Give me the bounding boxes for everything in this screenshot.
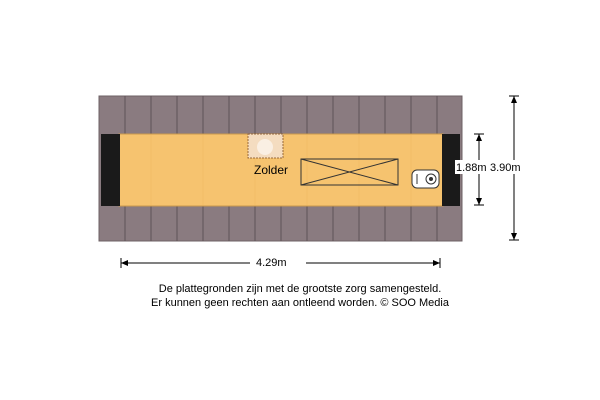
inner-depth-arrow-top xyxy=(476,134,482,141)
inner-depth-arrow-bottom xyxy=(476,198,482,205)
disclaimer-line-2: Er kunnen geen rechten aan ontleend word… xyxy=(151,297,449,309)
outer-depth-arrow-top xyxy=(511,96,517,103)
width-label-bg xyxy=(250,255,306,269)
skylight-glow xyxy=(257,139,273,155)
right-wall xyxy=(442,134,460,206)
floor-lines xyxy=(150,134,412,206)
roof-tiles-top xyxy=(124,96,438,134)
disclaimer: De plattegronden zijn met de grootste zo… xyxy=(0,282,600,310)
inner-depth-label: 1.88m xyxy=(456,162,487,174)
roof-tiles-bottom xyxy=(124,206,438,241)
width-arrow-right xyxy=(433,260,440,266)
disclaimer-line-1: De plattegronden zijn met de grootste zo… xyxy=(158,283,442,295)
hatch-opening xyxy=(300,158,399,186)
outer-depth-label: 3.90m xyxy=(490,162,521,174)
room-label: Zolder xyxy=(254,163,288,177)
left-wall xyxy=(101,134,120,206)
width-label: 4.29m xyxy=(256,257,287,269)
width-arrow-left xyxy=(121,260,128,266)
outer-depth-arrow-bottom xyxy=(511,233,517,240)
boiler-icon xyxy=(411,169,440,189)
depth-labels-bg xyxy=(455,160,537,174)
